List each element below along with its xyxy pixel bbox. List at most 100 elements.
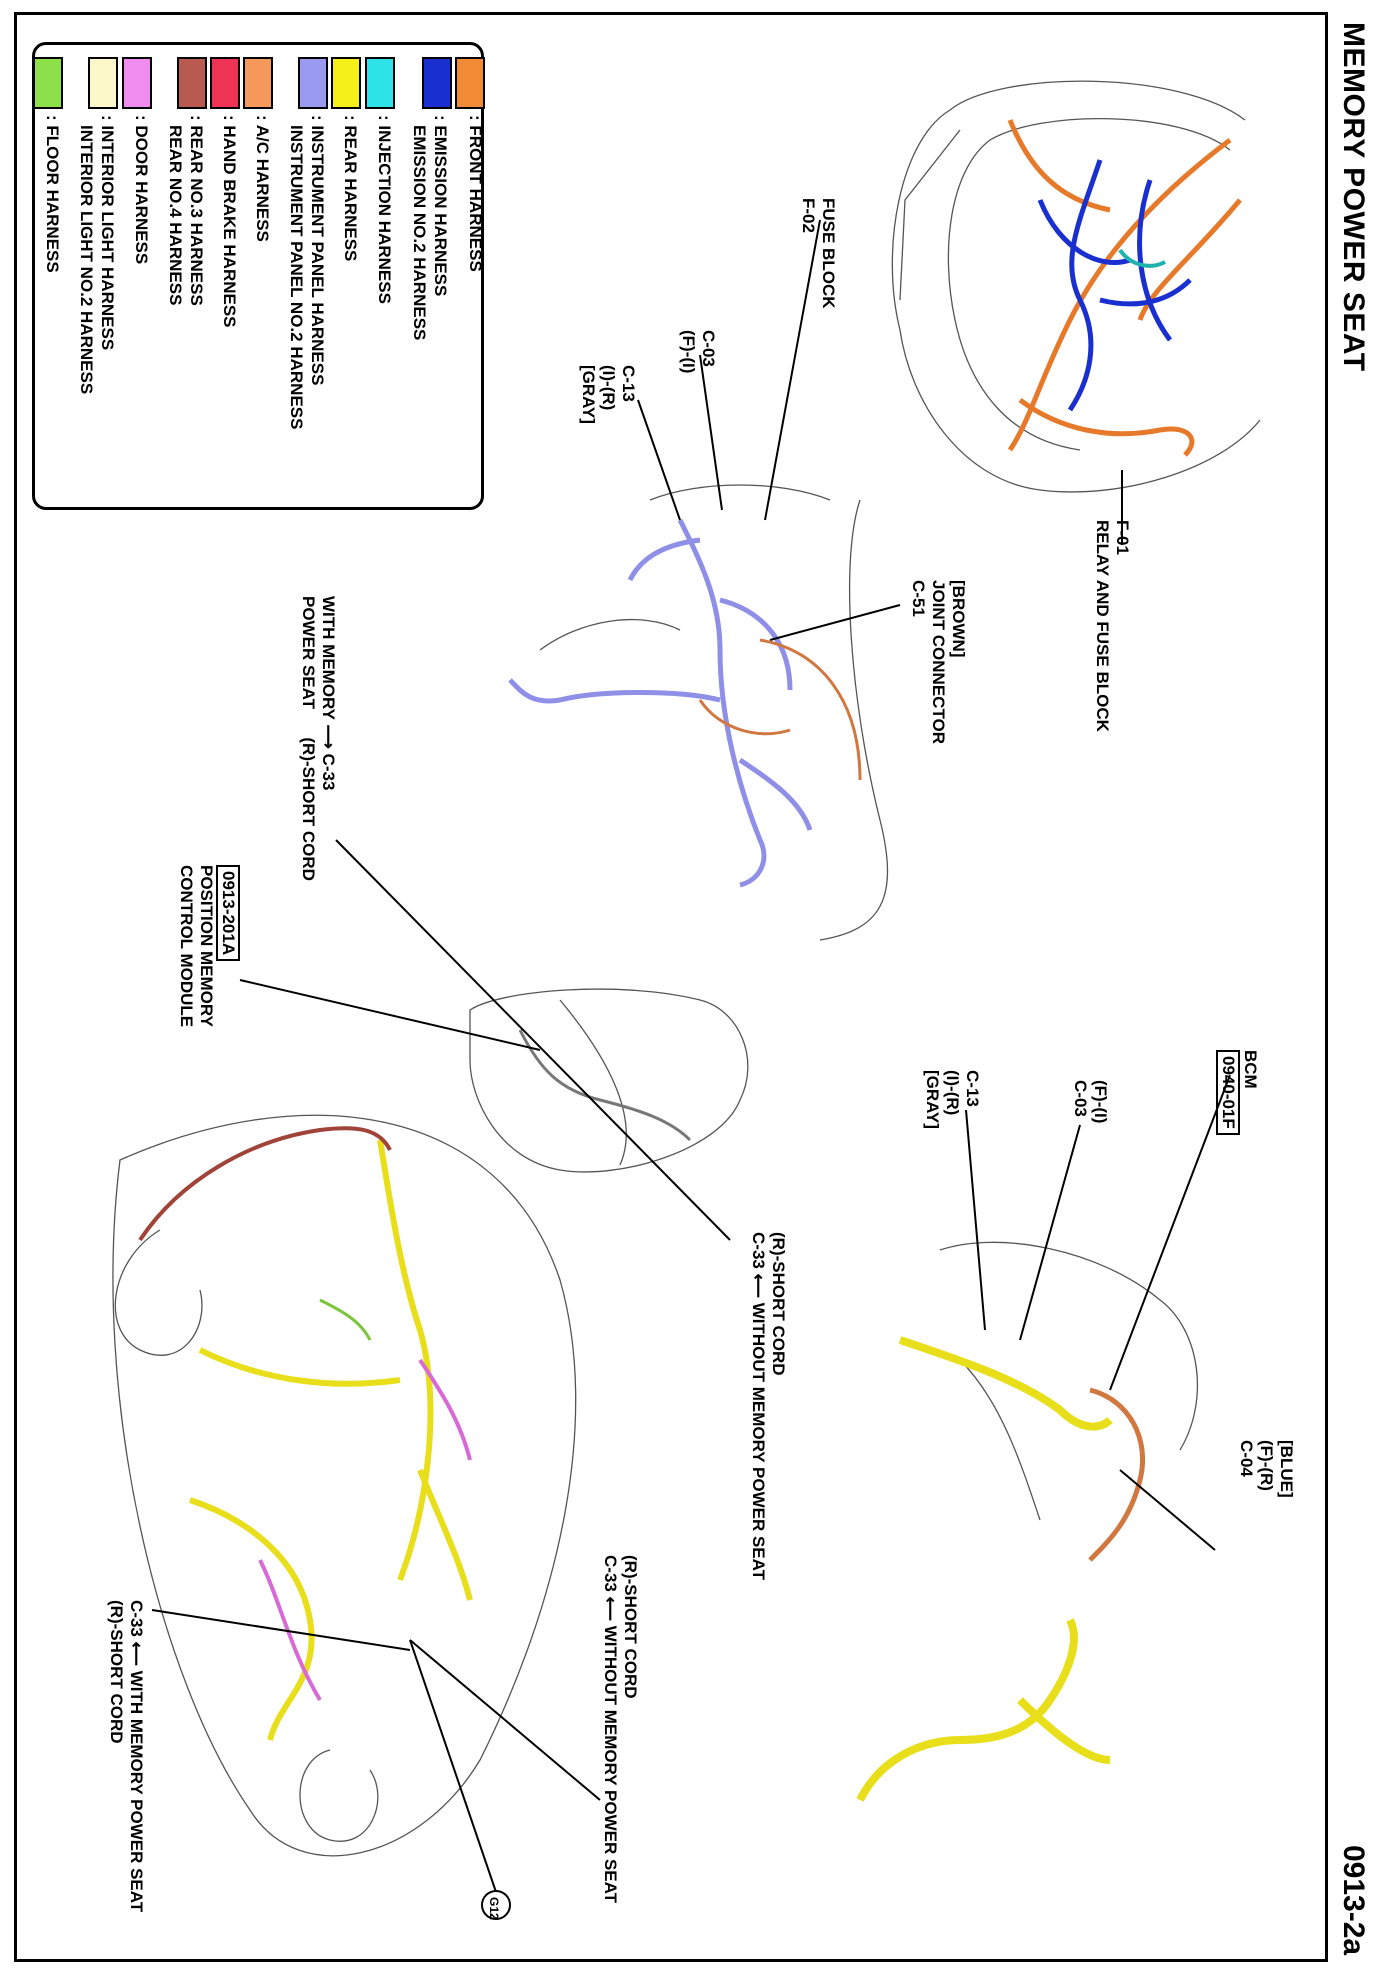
joint-name: JOINT CONNECTOR <box>929 580 948 745</box>
door-harness-swatch <box>122 57 152 109</box>
c03-right-pin: (F)-(I) <box>1091 1080 1110 1124</box>
ac-harness-swatch <box>243 57 273 109</box>
with-memory-top-code: C-33 <box>319 753 338 791</box>
c13-right-color: [GRAY] <box>923 1070 942 1129</box>
legend-label-emission: : EMISSION HARNESS <box>431 115 450 297</box>
vehicle-body-drawing <box>112 1114 577 1857</box>
c13-right-code: C-13 <box>963 1070 982 1107</box>
c04-color: [BLUE] <box>1277 1440 1296 1498</box>
c03-left-code: C-03 <box>699 330 718 367</box>
instrument-panel-drawing <box>539 484 888 941</box>
legend-label-rear: : REAR HARNESS <box>341 115 360 262</box>
callout-fuse-block: FUSE BLOCK F-02 <box>798 198 838 309</box>
fuse-block-code: F-02 <box>799 198 818 233</box>
relay-fuse-name: RELAY AND FUSE BLOCK <box>1093 520 1112 732</box>
bcm-name: BCM <box>1241 1050 1260 1089</box>
callout-position-memory-module: 0913-201A POSITION MEMORY CONTROL MODULE <box>176 865 240 1027</box>
callout-with-memory-top: WITH MEMORY ⟶ C-33 POWER SEAT (R)-SHORT … <box>299 596 338 881</box>
callout-with-memory-bottom: C-33 ⟵ WITH MEMORY POWER SEAT (R)-SHORT … <box>107 1600 146 1913</box>
seat-harness-lines <box>518 1029 692 1142</box>
legend-label-instrument-panel-no2: INSTRUMENT PANEL NO.2 HARNESS <box>287 125 306 430</box>
legend-label-hand-brake: : HAND BRAKE HARNESS <box>220 115 239 328</box>
joint-code: C-51 <box>909 580 928 617</box>
position-module-line1: POSITION MEMORY <box>197 865 216 1027</box>
rear-no3-harness-swatch <box>177 57 207 109</box>
with-memory-bottom-tail: WITH MEMORY POWER SEAT <box>127 1670 146 1913</box>
bcm-area-drawing <box>939 1241 1198 1521</box>
without-memory-bottom-tail: WITHOUT MEMORY POWER SEAT <box>601 1625 620 1904</box>
floor-harness-swatch <box>33 57 63 109</box>
without-memory-mid-tail: WITHOUT MEMORY POWER SEAT <box>749 1302 768 1581</box>
bcm-code: 0940-01F <box>1216 1050 1240 1135</box>
diagram-frame <box>14 12 1328 1962</box>
callout-c13-left: C-13 (I)-(R) [GRAY] <box>578 365 638 424</box>
seat-drawing <box>469 988 749 1173</box>
c13-left-color: [GRAY] <box>579 365 598 424</box>
callout-c13-right: C-13 (I)-(R) [GRAY] <box>922 1070 982 1129</box>
without-memory-mid-code: C-33 <box>749 1232 768 1269</box>
c03-right-code: C-03 <box>1071 1080 1090 1117</box>
relay-fuse-code: F-01 <box>1113 520 1132 555</box>
without-memory-mid-desc: (R)-SHORT CORD <box>769 1232 788 1376</box>
c04-code: C-04 <box>1237 1440 1256 1477</box>
callout-c03-left: C-03 (F)-(I) <box>678 330 718 373</box>
position-module-line2: CONTROL MODULE <box>177 865 196 1028</box>
instrument-panel-harness-lines <box>508 518 813 888</box>
legend-label-rear-no3: : REAR NO.3 HARNESS <box>187 115 206 306</box>
legend-label-interior-light: : INTERIOR LIGHT HARNESS <box>98 115 117 351</box>
position-module-code: 0913-201A <box>216 865 240 962</box>
c13-left-code: C-13 <box>619 365 638 402</box>
ground-label: G12 <box>487 1897 501 1920</box>
legend-label-floor: : FLOOR HARNESS <box>43 115 62 273</box>
legend-label-front: : FRONT HARNESS <box>466 115 485 272</box>
callout-c04: [BLUE] (F)-(R) C-04 <box>1236 1440 1296 1498</box>
callout-c03-right: (F)-(I) C-03 <box>1070 1080 1110 1123</box>
legend-label-emission-no2: EMISSION NO.2 HARNESS <box>410 125 429 341</box>
callout-bcm: BCM 0940-01F <box>1216 1050 1260 1135</box>
without-memory-bottom-code: C-33 <box>601 1555 620 1592</box>
door-harness-lines <box>258 1358 472 1702</box>
hand-brake-harness-swatch <box>210 57 240 109</box>
callout-without-memory-mid: (R)-SHORT CORD C-33 ⟵ WITHOUT MEMORY POW… <box>749 1232 788 1581</box>
c13-right-pin: (I)-(R) <box>943 1070 962 1116</box>
rear-harness-lines <box>189 1139 473 1741</box>
c13-left-pin: (I)-(R) <box>599 365 618 411</box>
engine-compartment-drawing <box>891 80 1261 493</box>
with-memory-bottom-code: C-33 <box>127 1600 146 1637</box>
with-memory-bottom-desc: (R)-SHORT CORD <box>107 1600 126 1744</box>
legend-label-instrument-panel: : INSTRUMENT PANEL HARNESS <box>308 115 327 386</box>
legend-label-injection: : INJECTION HARNESS <box>375 115 394 304</box>
legend-label-rear-no4: REAR NO.4 HARNESS <box>166 125 185 306</box>
with-memory-top-line1: WITH MEMORY <box>319 596 338 720</box>
emission-harness-lines <box>1037 159 1192 412</box>
interior-light-harness-swatch <box>88 57 118 109</box>
without-memory-bottom-desc: (R)-SHORT CORD <box>621 1555 640 1699</box>
with-memory-top-desc: (R)-SHORT CORD <box>299 737 318 881</box>
callout-joint-connector: [BROWN] JOINT CONNECTOR C-51 <box>908 580 968 744</box>
injection-harness-swatch <box>365 57 395 109</box>
with-memory-top-line2: POWER SEAT <box>299 596 318 710</box>
injection-harness-lines <box>1118 248 1166 268</box>
floor-harness-lines <box>319 1298 372 1341</box>
ac-harness-lines <box>698 638 862 781</box>
joint-color: [BROWN] <box>949 580 968 658</box>
harness-legend: : FRONT HARNESS : EMISSION HARNESS EMISS… <box>32 42 485 510</box>
front-harness-swatch <box>455 57 485 109</box>
c03-left-pin: (F)-(I) <box>679 330 698 374</box>
callout-relay-fuse-block: F-01 RELAY AND FUSE BLOCK <box>1092 520 1132 732</box>
ground-marker <box>481 1890 511 1920</box>
bcm-front-harness-lines <box>1088 1387 1146 1562</box>
legend-label-ac: : A/C HARNESS <box>253 115 272 242</box>
instrument-panel-harness-swatch <box>298 57 328 109</box>
bcm-area-harness-lines <box>856 1336 1113 1802</box>
rear-no3-harness-lines <box>138 1126 392 1242</box>
emission-harness-swatch <box>422 57 452 109</box>
c04-pin: (F)-(R) <box>1257 1440 1276 1491</box>
leader-lines <box>151 219 1231 1893</box>
fuse-block-name: FUSE BLOCK <box>819 198 838 309</box>
front-harness-lines <box>1007 119 1242 457</box>
legend-label-door: : DOOR HARNESS <box>132 115 151 265</box>
callout-without-memory-bottom: (R)-SHORT CORD C-33 ⟵ WITHOUT MEMORY POW… <box>601 1555 640 1904</box>
legend-label-interior-light-no2: INTERIOR LIGHT NO.2 HARNESS <box>77 125 96 395</box>
